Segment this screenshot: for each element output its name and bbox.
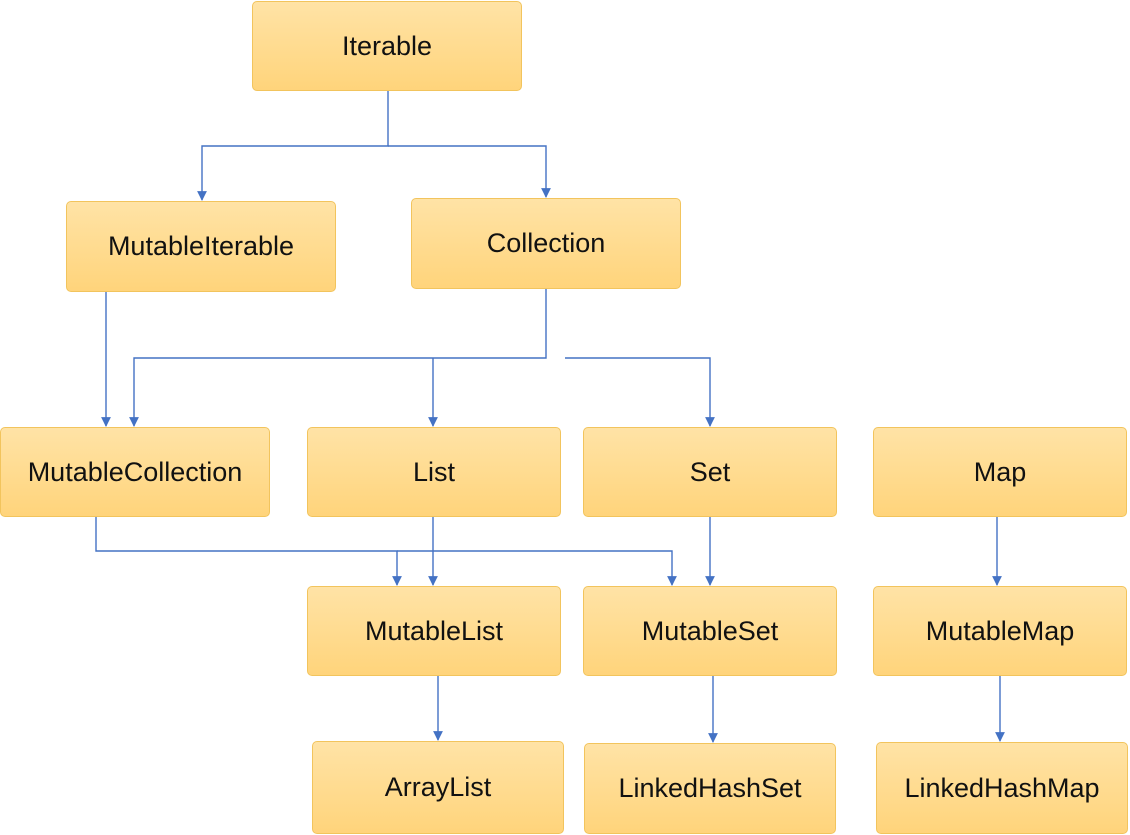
node-label-mutable-iterable: MutableIterable [107,231,295,261]
node-map: Map [873,427,1127,517]
node-label-iterable: Iterable [341,30,433,61]
node-list: List [307,427,561,517]
node-label-array-list: ArrayList [384,772,492,802]
node-label-mutable-map: MutableMap [925,615,1075,646]
edge-iterable-to-mutable-iterable [197,91,389,201]
edge-iterable-to-collection [388,145,551,198]
node-array-list: ArrayList [312,741,564,834]
node-label-mutable-list: MutableList [364,615,504,646]
node-label-linked-hash-set: LinkedHashSet [618,773,802,803]
edge-mutable-collection-to-mutable-list [95,517,402,586]
node-label-collection: Collection [486,228,606,258]
node-label-list: List [412,456,456,487]
node-set: Set [583,427,837,517]
node-label-map: Map [973,456,1027,487]
node-mutable-map: MutableMap [873,586,1127,676]
node-linked-hash-map: LinkedHashMap [876,742,1128,834]
node-label-mutable-collection: MutableCollection [27,456,243,487]
node-mutable-collection: MutableCollection [0,427,270,517]
node-label-linked-hash-map: LinkedHashMap [904,772,1100,803]
node-label-mutable-set: MutableSet [641,615,779,646]
edge-collection-to-mutable-collection [129,289,547,427]
node-mutable-list: MutableList [307,586,561,676]
edge-collection-to-set [565,357,715,427]
node-collection: Collection [411,198,681,289]
node-label-set: Set [689,456,731,487]
node-mutable-set: MutableSet [583,586,837,676]
node-iterable: Iterable [252,1,522,91]
node-linked-hash-set: LinkedHashSet [584,743,836,834]
node-mutable-iterable: MutableIterable [66,201,336,292]
edge-mutable-collection-to-mutable-set [397,550,677,586]
